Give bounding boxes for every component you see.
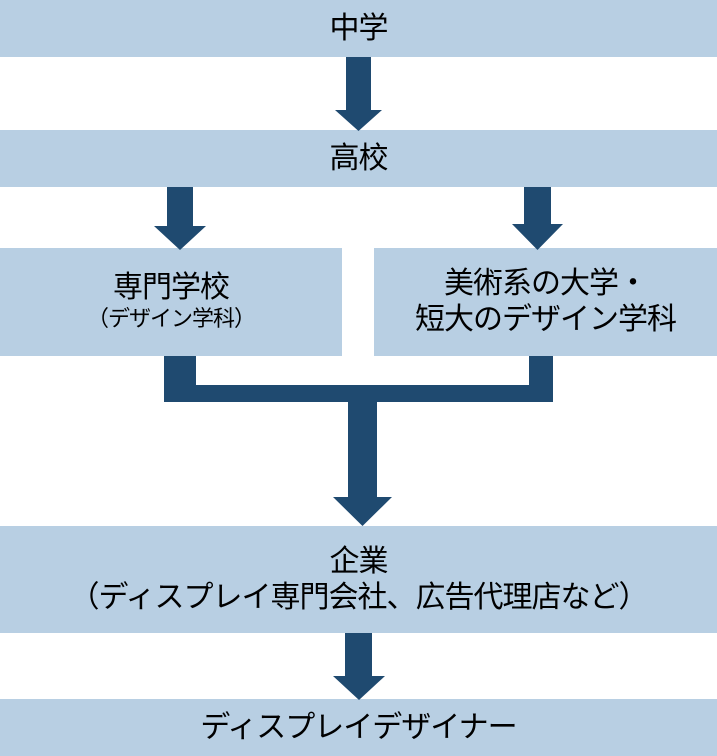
arrow-company-to-designer bbox=[333, 633, 385, 700]
connector-university-down bbox=[529, 356, 553, 402]
connector-merge-bar bbox=[164, 385, 553, 402]
node-art-university-line2: 短大のデザイン学科 bbox=[415, 302, 677, 337]
node-display-designer-label: ディスプレイデザイナー bbox=[200, 709, 517, 745]
node-junior-high-label: 中学 bbox=[329, 10, 389, 46]
node-company-label: 企業 bbox=[329, 543, 389, 579]
node-display-designer: ディスプレイデザイナー bbox=[0, 699, 717, 756]
arrow-junior-high-to-high-school bbox=[335, 57, 382, 131]
connector-vocational-down bbox=[164, 356, 196, 402]
node-vocational-school-label: 専門学校 bbox=[113, 270, 230, 305]
node-vocational-school: 専門学校 （デザイン学科） bbox=[0, 248, 342, 356]
node-company: 企業 （ディスプレイ専門会社、広告代理店など） bbox=[0, 526, 717, 633]
node-art-university-line1: 美術系の大学・ bbox=[444, 266, 648, 301]
arrow-merge-to-company bbox=[333, 399, 392, 526]
node-high-school-label: 高校 bbox=[329, 140, 389, 176]
node-junior-high: 中学 bbox=[0, 0, 717, 57]
node-vocational-school-sub: （デザイン学科） bbox=[86, 307, 256, 332]
node-high-school: 高校 bbox=[0, 130, 717, 187]
node-art-university: 美術系の大学・ 短大のデザイン学科 bbox=[374, 248, 717, 356]
node-company-sub: （ディスプレイ専門会社、広告代理店など） bbox=[69, 579, 649, 615]
arrow-high-school-to-university bbox=[512, 187, 563, 250]
arrow-high-school-to-vocational bbox=[154, 187, 206, 250]
